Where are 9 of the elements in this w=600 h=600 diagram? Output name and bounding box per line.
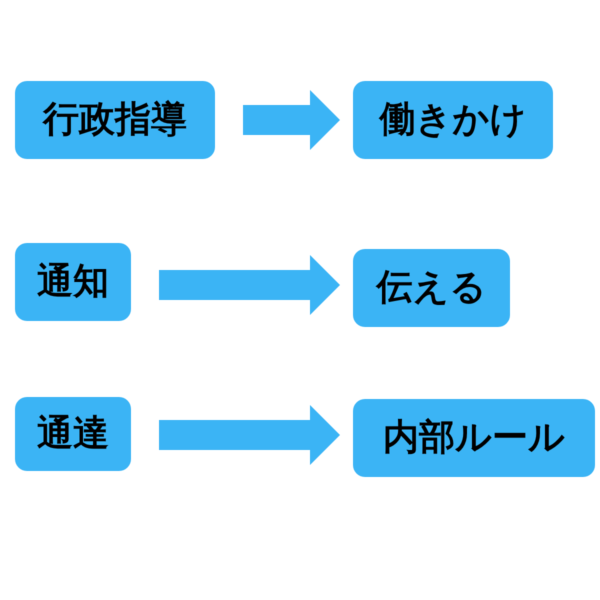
arrow bbox=[243, 90, 340, 150]
label-box: 通達 bbox=[15, 397, 131, 471]
label-box: 伝える bbox=[353, 249, 510, 327]
label-box: 働きかけ bbox=[353, 81, 553, 159]
label-box: 内部ルール bbox=[353, 399, 595, 477]
label-box: 行政指導 bbox=[15, 81, 215, 159]
label-box: 通知 bbox=[15, 243, 131, 321]
arrow bbox=[159, 405, 340, 465]
arrow bbox=[159, 255, 340, 315]
